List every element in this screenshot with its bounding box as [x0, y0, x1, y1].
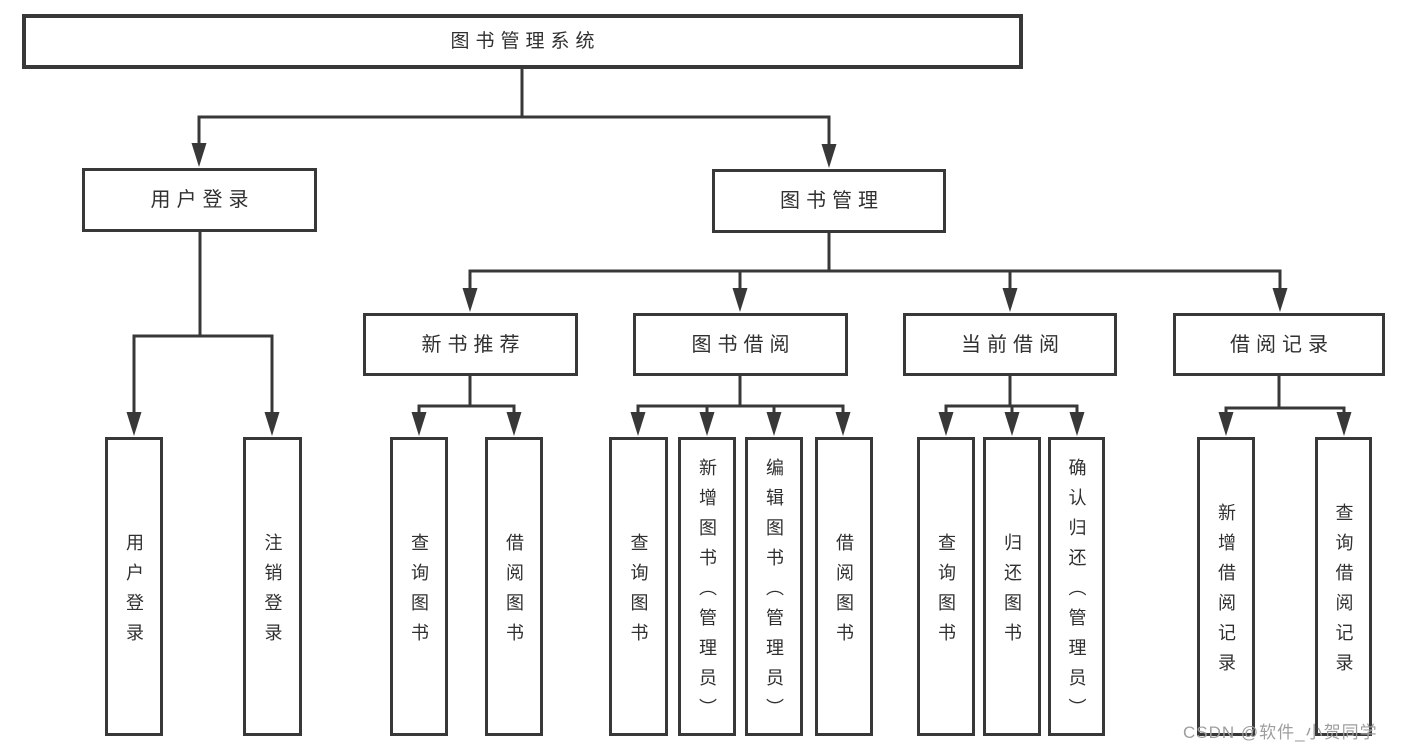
- node-query-books-borrow: 查询图书: [609, 437, 668, 736]
- node-user-login: 用户登录: [105, 437, 163, 736]
- node-edit-book-admin: 编辑图书（管理员）: [745, 437, 803, 736]
- node-user-login-branch: 用户登录: [82, 168, 317, 232]
- node-borrow-books-recommend: 借阅图书: [485, 437, 543, 736]
- node-query-borrow-record: 查询借阅记录: [1315, 437, 1372, 736]
- node-confirm-return-admin: 确认归还（管理员）: [1048, 437, 1105, 736]
- node-borrow-records: 借阅记录: [1173, 313, 1385, 376]
- node-add-borrow-record: 新增借阅记录: [1197, 437, 1255, 736]
- csdn-watermark: CSDN @软件_小贺同学: [1183, 723, 1378, 742]
- node-book-management-branch: 图书管理: [712, 169, 946, 233]
- node-add-book-admin: 新增图书（管理员）: [678, 437, 736, 736]
- node-borrow-books: 借阅图书: [815, 437, 873, 736]
- node-logout: 注销登录: [243, 437, 302, 736]
- node-book-borrow: 图书借阅: [633, 313, 848, 376]
- node-root: 图书管理系统: [22, 14, 1023, 69]
- node-new-book-recommend: 新书推荐: [363, 313, 578, 376]
- node-return-books: 归还图书: [983, 437, 1041, 736]
- node-query-books-recommend: 查询图书: [390, 437, 448, 736]
- node-query-books-current: 查询图书: [917, 437, 975, 736]
- node-current-borrow: 当前借阅: [903, 313, 1117, 376]
